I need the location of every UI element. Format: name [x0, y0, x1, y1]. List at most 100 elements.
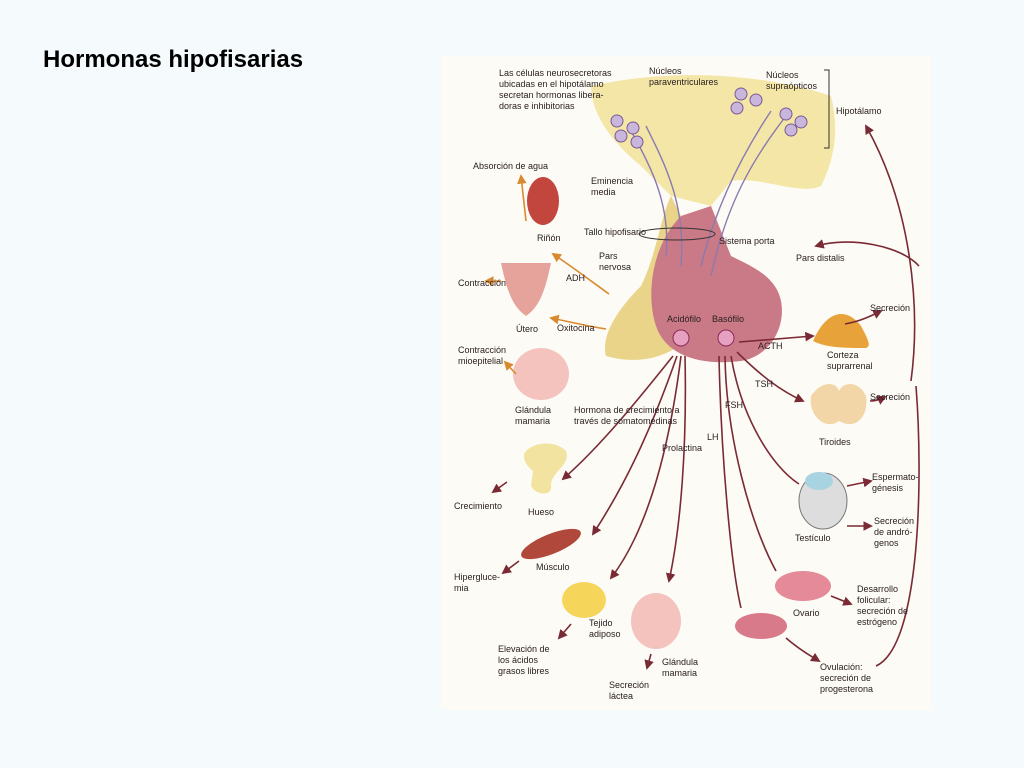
- label-secrecion-lactea-line: láctea: [609, 691, 633, 701]
- mammary-shape-2: [631, 593, 681, 649]
- label-sistema-porta: Sistema porta: [719, 236, 775, 246]
- label-hipotalamo: Hipotálamo: [836, 106, 882, 116]
- label-desarrollo-folicular-line: secreción de: [857, 606, 908, 616]
- label-crecimiento: Crecimiento: [454, 501, 502, 511]
- paraventricular-nuclei: [610, 114, 644, 149]
- label-rinon: Riñón: [537, 233, 561, 243]
- label-paraventriculares-line: Núcleos: [649, 66, 682, 76]
- label-ovario: Ovario: [793, 608, 820, 618]
- label-glandula-2-line: mamaria: [662, 668, 697, 678]
- label-acidos-grasos-line: los ácidos: [498, 655, 539, 665]
- label-acidos-grasos-line: Elevación de: [498, 644, 550, 654]
- label-absorcion: Absorción de agua: [473, 161, 548, 171]
- label-neurosecretory-line: doras e inhibitorias: [499, 101, 575, 111]
- label-espermatogenesis-line: génesis: [872, 483, 904, 493]
- epididymis-shape: [805, 472, 833, 490]
- label-tsh: TSH: [755, 379, 773, 389]
- posterior-arrows: [484, 174, 610, 375]
- label-acidofilo: Acidófilo: [667, 314, 701, 324]
- label-espermatogenesis-line: Espermato-: [872, 472, 919, 482]
- kidney-shape: [527, 177, 559, 225]
- label-glandula-1-line: Glándula: [515, 405, 551, 415]
- label-hiperglucemia-line: Hipergluce-: [454, 572, 500, 582]
- label-tallo: Tallo hipofisario: [584, 227, 646, 237]
- acidophil-cell: [672, 329, 690, 347]
- label-glandula-2-line: Glándula: [662, 657, 698, 667]
- label-desarrollo-folicular-line: estrógeno: [857, 617, 897, 627]
- label-hormona-crecimiento-line: Hormona de crecimiento a: [574, 405, 680, 415]
- label-desarrollo-folicular-line: Desarrollo: [857, 584, 898, 594]
- thyroid-shape: [810, 384, 867, 425]
- label-neurosecretory-line: ubicadas en el hipotálamo: [499, 79, 604, 89]
- label-supraopticos-line: supraópticos: [766, 81, 818, 91]
- label-androgenos-line: Secreción: [874, 516, 914, 526]
- hypothalamus-bracket: [824, 69, 830, 149]
- label-adh: ADH: [566, 273, 585, 283]
- hypothalamus-shape: [591, 75, 836, 206]
- label-hiperglucemia: Hipergluce-mia: [454, 572, 500, 593]
- label-secrecion-1: Secreción: [870, 303, 910, 313]
- label-ovulacion-line: secreción de: [820, 673, 871, 683]
- label-hormona-crecimiento-line: través de somatomedinas: [574, 416, 678, 426]
- adipose-shape: [562, 582, 606, 618]
- ovary-shape-1: [775, 571, 831, 601]
- label-musculo: Músculo: [536, 562, 570, 572]
- pituitary-distalis: [651, 206, 782, 363]
- label-eminencia-media-line: media: [591, 187, 616, 197]
- label-mioepitelial-line: mioepitelial: [458, 356, 503, 366]
- stalk-lines: [630, 110, 787, 277]
- label-secrecion-2: Secreción: [870, 392, 910, 402]
- basophil-cell: [717, 329, 735, 347]
- label-prolactina: Prolactina: [662, 443, 702, 453]
- label-tejido-adiposo-line: Tejido: [589, 618, 613, 628]
- label-contraccion: Contracción: [458, 278, 506, 288]
- label-pars-distalis: Pars distalis: [796, 253, 845, 263]
- label-mioepitelial-line: Contracción: [458, 345, 506, 355]
- bone-shape: [523, 443, 567, 494]
- label-neurosecretory-line: Las células neurosecretoras: [499, 68, 612, 78]
- label-hueso: Hueso: [528, 507, 554, 517]
- label-utero: Útero: [516, 324, 538, 334]
- label-glandula-1-line: mamaria: [515, 416, 550, 426]
- label-eminencia-media-line: Eminencia: [591, 176, 633, 186]
- label-paraventriculares-line: paraventriculares: [649, 77, 719, 87]
- label-espermatogenesis: Espermato-génesis: [872, 472, 919, 493]
- label-fsh: FSH: [725, 400, 743, 410]
- label-lh: LH: [707, 432, 719, 442]
- label-oxitocina: Oxitocina: [557, 323, 595, 333]
- uterus-shape: [501, 263, 551, 316]
- label-desarrollo-folicular-line: folicular:: [857, 595, 891, 605]
- label-ovulacion-line: Ovulación:: [820, 662, 863, 672]
- label-neurosecretory-line: secretan hormonas libera-: [499, 90, 604, 100]
- mammary-shape-1: [513, 348, 569, 400]
- label-secrecion-lactea-line: Secreción: [609, 680, 649, 690]
- slide-title: Hormonas hipofisarias: [43, 46, 304, 73]
- label-acidos-grasos-line: grasos libres: [498, 666, 550, 676]
- label-tiroides: Tiroides: [819, 437, 851, 447]
- label-acth: ACTH: [758, 341, 783, 351]
- supraoptic-nuclei: [730, 87, 808, 137]
- label-testiculo: Testículo: [795, 533, 831, 543]
- adrenal-shape: [813, 314, 869, 348]
- label-corteza-line: suprarrenal: [827, 361, 873, 371]
- muscle-shape: [521, 528, 581, 560]
- label-hiperglucemia-line: mia: [454, 583, 469, 593]
- label-pars-nervosa-line: Pars: [599, 251, 618, 261]
- label-androgenos-line: genos: [874, 538, 899, 548]
